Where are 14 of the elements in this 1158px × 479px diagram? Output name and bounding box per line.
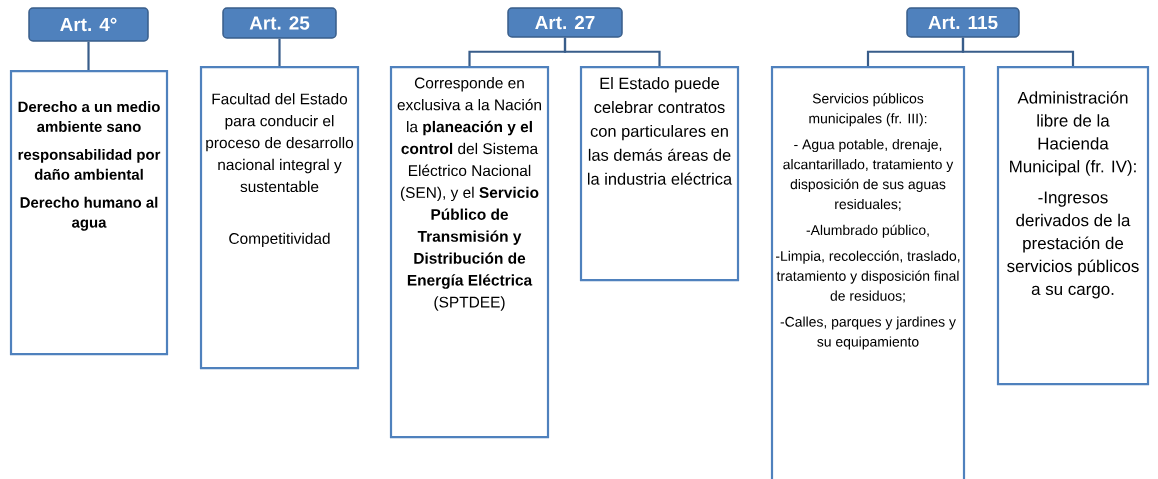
text-box: Servicios públicos municipales (fr. III): - Agua potable, drenaje, alcantarillado, tratamiento y disposición de sus aguas residuales; -Alumbrado público, -Limpia, recolección, traslado, tratamiento y disposición final de residuos; -Calles, parques y jardines y su equipamiento bbox=[770, 66, 966, 479]
connector-line bbox=[961, 37, 1075, 66]
text-box: Derecho a un medio ambiente sano responsabilidad por daño ambiental Derecho humano al agua bbox=[9, 70, 169, 356]
text-box: Facultad del Estado para conducir el proceso de desarrollo nacional integral y sustentable Competitividad bbox=[199, 66, 360, 370]
text-box: Corresponde en exclusiva a la Nación la planeación y el control del Sistema Eléctrico Nacional (SEN), y el Servicio Público de Transmisión y Distribución de Energía Eléctrica (SPTDEE) bbox=[389, 66, 550, 439]
connector-line bbox=[278, 38, 281, 66]
header-box: Art. 27 bbox=[507, 7, 623, 38]
header-box: Art. 115 bbox=[906, 7, 1020, 38]
connector-line bbox=[563, 37, 661, 66]
connector-line bbox=[87, 41, 90, 70]
text-box: El Estado puede celebrar contratos con particulares en las demás áreas de la industria eléctrica bbox=[579, 66, 740, 282]
text-box: Administración libre de la Hacienda Municipal (fr. IV): -Ingresos derivados de la prestación de servicios públicos a su cargo. bbox=[996, 66, 1150, 386]
header-box: Art. 4° bbox=[28, 7, 149, 42]
header-box: Art. 25 bbox=[222, 7, 337, 39]
